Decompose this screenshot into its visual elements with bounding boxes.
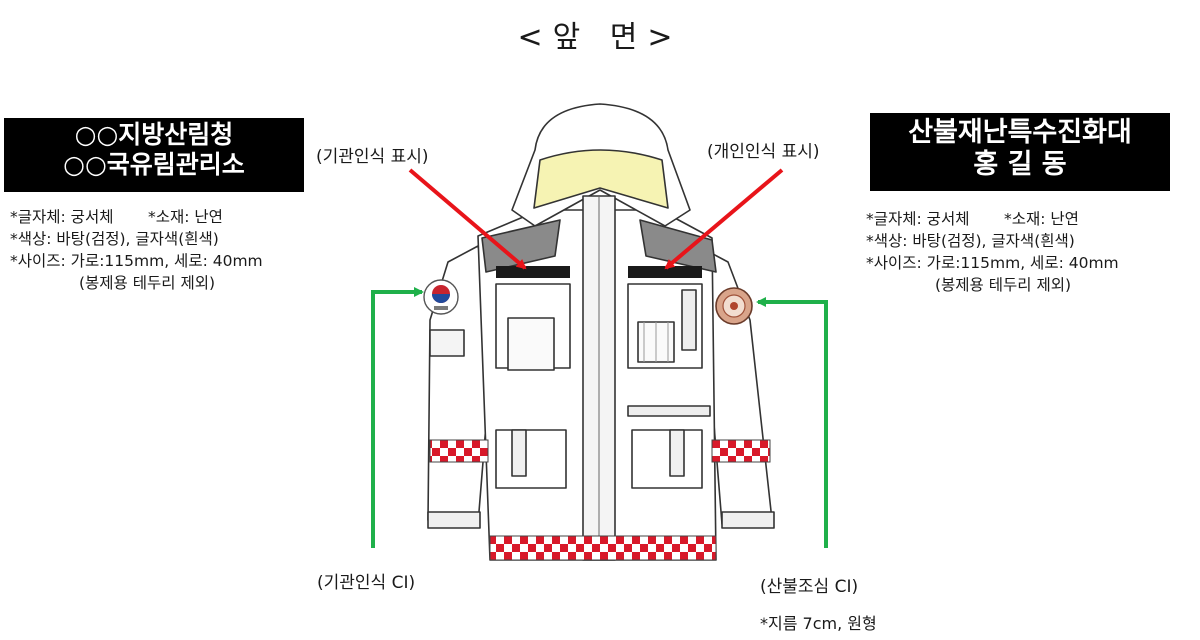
name-spec-note: (봉제용 테두리 제외) xyxy=(866,276,1072,294)
fire-ci-emblem xyxy=(715,287,753,325)
right-shoulder-yoke xyxy=(639,219,717,273)
org-spec-font-material: *글자체: 궁서체 *소재: 난연 xyxy=(10,208,223,226)
name-patch-line1: 산불재난특수진화대 xyxy=(908,117,1132,148)
org-patch-spec: *글자체: 궁서체 *소재: 난연 *색상: 바탕(검정), 글자색(흰색) *사이… xyxy=(10,206,263,294)
org-name-patch: ○○지방산림청 ○○국유림관리소 xyxy=(4,118,304,192)
hem-reflective-tape xyxy=(489,535,717,561)
name-spec-color: *색상: 바탕(검정), 글자색(흰색) xyxy=(866,232,1075,250)
hood-lining xyxy=(533,149,669,209)
org-ci-emblem xyxy=(423,279,459,315)
ci-diameter-note: *지름 7cm, 원형 xyxy=(760,614,877,633)
page-title: <앞 면> xyxy=(517,20,683,55)
org-mark-arrow xyxy=(408,168,527,270)
name-patch-line2: 홍 길 동 xyxy=(973,149,1067,181)
fire-ci-arrow xyxy=(756,297,828,548)
org-patch-line1: ○○지방산림청 xyxy=(74,120,234,149)
org-ci-callout: (기관인식 CI) xyxy=(317,573,416,593)
personal-patch-spec: *글자체: 궁서체 *소재: 난연 *색상: 바탕(검정), 글자색(흰색) *사이… xyxy=(866,208,1119,296)
name-spec-size: *사이즈: 가로:115mm, 세로: 40mm xyxy=(866,254,1119,272)
personal-mark-arrow xyxy=(664,168,784,270)
left-cuff xyxy=(427,511,481,529)
org-mark-tape xyxy=(496,266,570,278)
left-lower-pocket xyxy=(495,429,567,489)
org-spec-note: (봉제용 테두리 제외) xyxy=(10,274,216,292)
chest-zip-pocket xyxy=(627,405,711,417)
left-shoulder-yoke xyxy=(481,219,561,273)
left-sleeve-reflective-tape xyxy=(429,439,489,463)
org-spec-size: *사이즈: 가로:115mm, 세로: 40mm xyxy=(10,252,263,270)
org-mark-callout: (기관인식 표시) xyxy=(316,147,429,167)
fire-ci-callout: (산불조심 CI) xyxy=(760,577,859,597)
personal-mark-tape xyxy=(628,266,702,278)
personal-mark-callout: (개인인식 표시) xyxy=(707,142,820,162)
personal-name-patch: 산불재난특수진화대 홍 길 동 xyxy=(870,113,1170,191)
right-cuff xyxy=(721,511,775,529)
left-sleeve-pocket xyxy=(429,329,465,357)
right-sleeve-reflective-tape xyxy=(711,439,771,463)
org-spec-color: *색상: 바탕(검정), 글자색(흰색) xyxy=(10,230,219,248)
org-patch-line2: ○○국유림관리소 xyxy=(63,150,245,179)
org-ci-arrow xyxy=(371,287,424,548)
right-lower-pocket xyxy=(631,429,703,489)
name-spec-font-material: *글자체: 궁서체 *소재: 난연 xyxy=(866,210,1079,228)
